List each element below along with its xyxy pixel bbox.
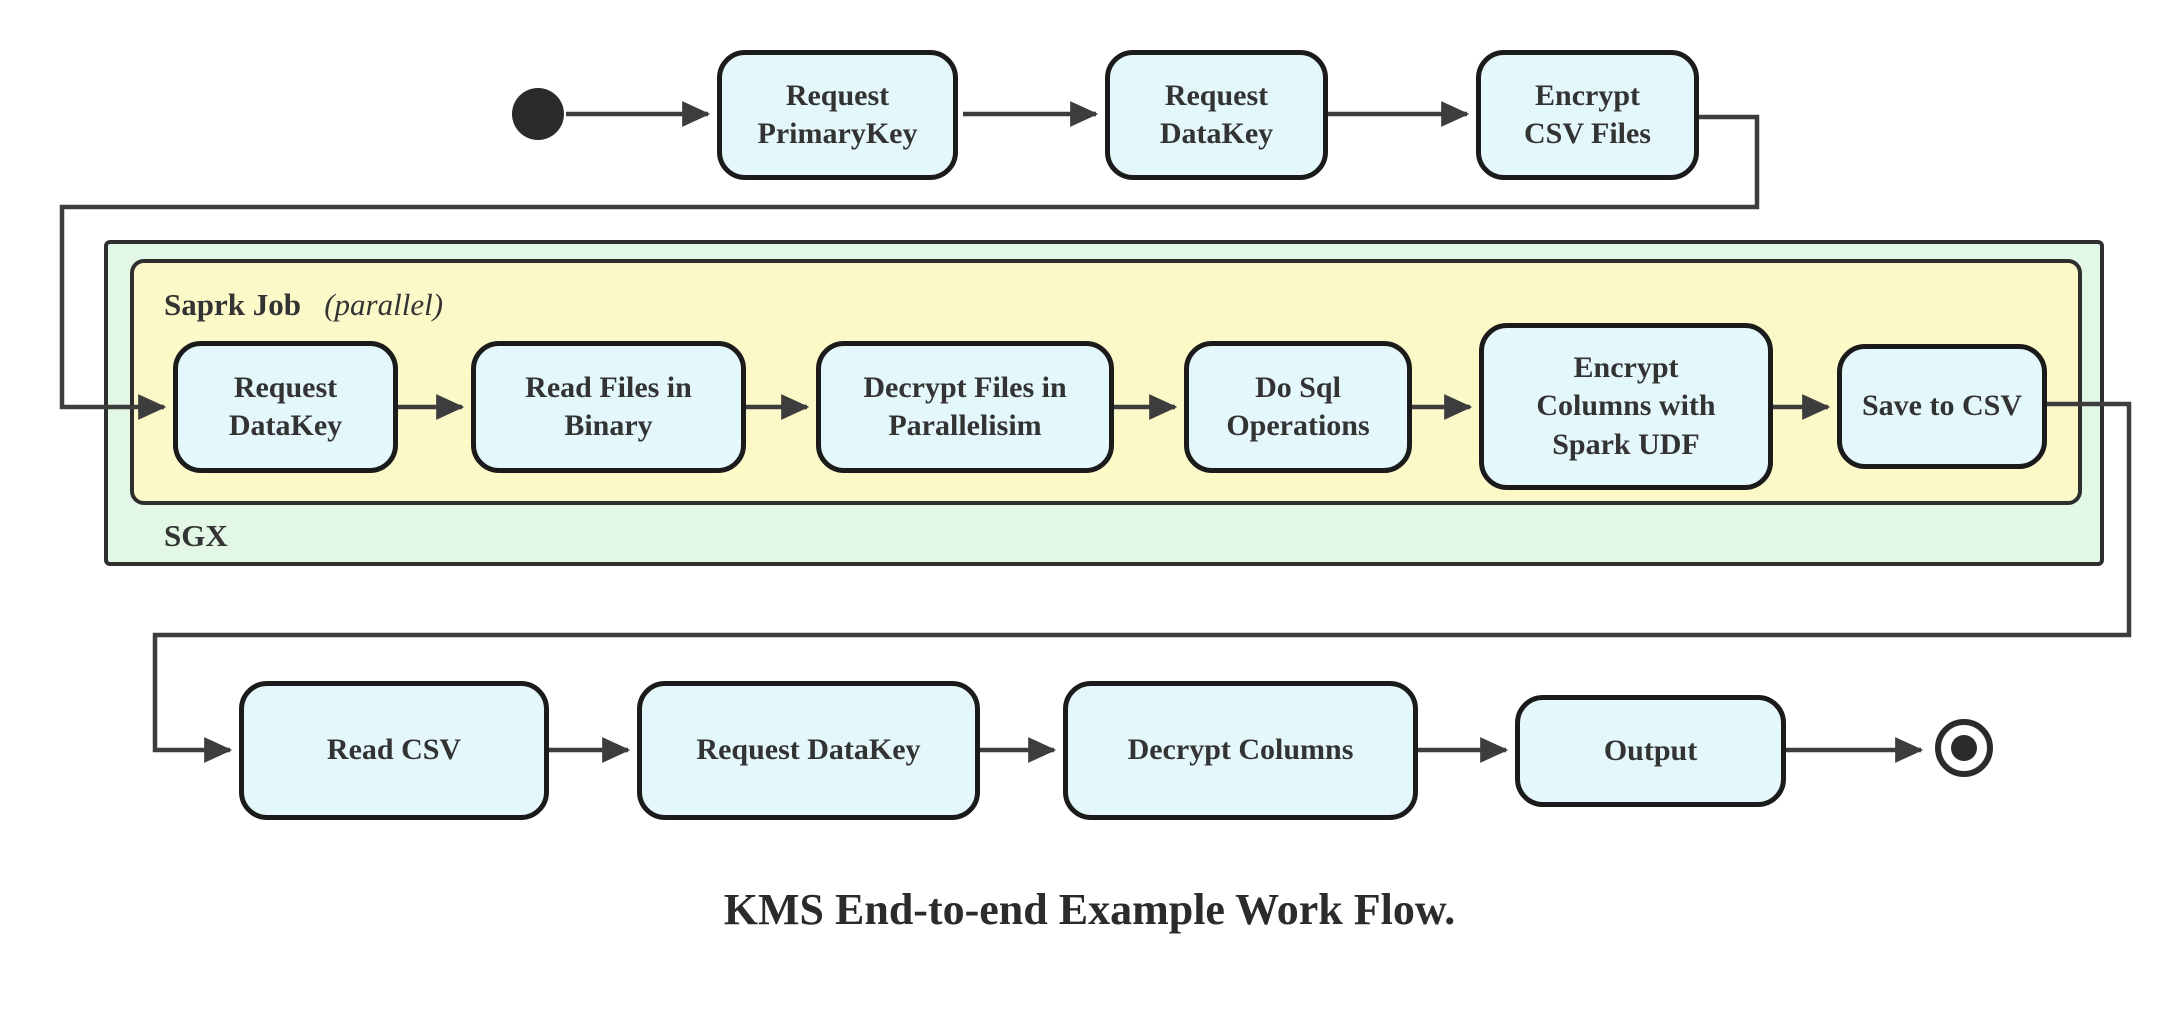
node-label: Encrypt Columns with Spark UDF [1536,351,1716,461]
node-encrypt-columns-with-spark-udf: Encrypt Columns with Spark UDF [1479,323,1773,490]
connector-encrypt-csv-to-sgx [59,114,1760,420]
diagram-caption: KMS End-to-end Example Work Flow. [723,885,1456,934]
node-request-datakey-spark: Request DataKey [173,341,398,473]
node-decrypt-columns: Decrypt Columns [1063,681,1418,820]
spark-job-label: Saprk Job (parallel) [164,287,443,323]
node-read-files-in-binary: Read Files in Binary [471,341,746,473]
node-save-to-csv: Save to CSV [1837,344,2047,469]
node-label: Decrypt Files in Parallelisim [863,370,1067,442]
node-label: Encrypt CSV Files [1524,78,1651,150]
node-request-primarykey: Request PrimaryKey [717,50,958,180]
node-output: Output [1515,695,1786,807]
spark-job-title: Saprk Job [164,287,301,322]
node-label: Request PrimaryKey [757,78,918,150]
node-label: Output [1603,733,1698,767]
start-state-icon [512,88,564,140]
node-decrypt-files-in-parallelisim: Decrypt Files in Parallelisim [816,341,1114,473]
connector-save-csv-to-read-csv [152,401,2132,763]
final-state-dot-icon [1951,735,1977,761]
spark-job-annotation: (parallel) [324,287,444,322]
node-encrypt-csv-files: Encrypt CSV Files [1476,50,1699,180]
node-label: Read CSV [326,733,462,767]
node-label: Do Sql Operations [1226,370,1370,442]
node-request-datakey-bottom: Request DataKey [637,681,980,820]
node-label: Save to CSV [1861,389,2022,423]
node-label: Request DataKey [1159,78,1274,150]
node-label: Read Files in Binary [525,370,692,442]
node-label: Request DataKey [696,733,921,767]
node-label: Decrypt Columns [1127,733,1354,767]
node-request-datakey-top: Request DataKey [1105,50,1328,180]
node-do-sql-operations: Do Sql Operations [1184,341,1412,473]
node-read-csv: Read CSV [239,681,549,820]
node-label: Request DataKey [228,370,343,442]
sgx-label: SGX [164,518,228,553]
